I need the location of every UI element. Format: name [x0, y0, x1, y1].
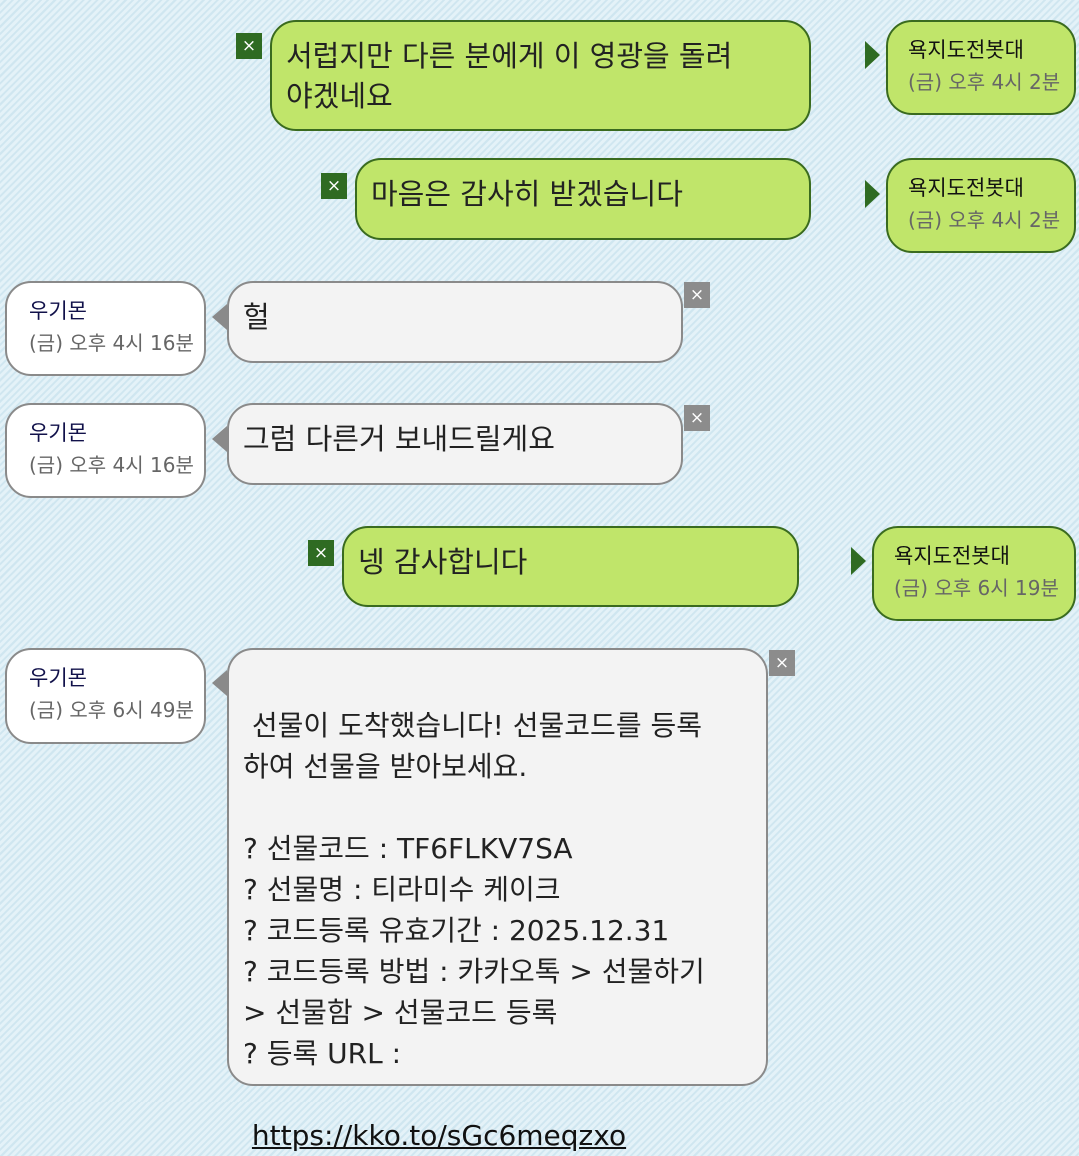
sender-name: 욕지도전봇대: [894, 544, 1010, 568]
arrow-icon: [851, 547, 866, 575]
delete-icon[interactable]: ×: [684, 405, 710, 431]
message-bubble-sent: 마음은 감사히 받겠습니다: [355, 158, 811, 240]
delete-icon[interactable]: ×: [308, 540, 334, 566]
arrow-icon: [865, 41, 880, 69]
sender-card[interactable]: 우기몬 (금) 오후 6시 49분: [5, 648, 206, 744]
message-bubble-received: 선물이 도착했습니다! 선물코드를 등록 하여 선물을 받아보세요. ? 선물코…: [227, 648, 768, 1152]
arrow-icon: [865, 180, 880, 208]
message-time: (금) 오후 6시 49분: [29, 698, 194, 722]
message-time: (금) 오후 4시 16분: [29, 453, 194, 477]
sender-card[interactable]: 욕지도전봇대 (금) 오후 6시 19분: [872, 526, 1076, 621]
gift-register-link[interactable]: https://kko.to/sGc6meqzxo: [251, 1119, 627, 1152]
sender-name: 우기몬: [29, 299, 87, 323]
message-time: (금) 오후 6시 19분: [894, 576, 1059, 600]
sender-card[interactable]: 우기몬 (금) 오후 4시 16분: [5, 281, 206, 376]
sender-name: 욕지도전봇대: [908, 176, 1024, 200]
message-bubble-sent: 서럽지만 다른 분에게 이 영광을 돌려 야겠네요: [270, 20, 811, 131]
delete-icon[interactable]: ×: [236, 33, 262, 59]
sender-card[interactable]: 욕지도전봇대 (금) 오후 4시 2분: [886, 158, 1076, 253]
message-bubble-received: 그럼 다른거 보내드릴게요: [227, 403, 683, 485]
arrow-icon: [212, 304, 227, 330]
sender-name: 우기몬: [29, 421, 87, 445]
arrow-icon: [212, 426, 227, 452]
gift-message-text: 선물이 도착했습니다! 선물코드를 등록 하여 선물을 받아보세요. ? 선물코…: [243, 709, 705, 1070]
delete-icon[interactable]: ×: [321, 173, 347, 199]
sender-card[interactable]: 욕지도전봇대 (금) 오후 4시 2분: [886, 20, 1076, 115]
delete-icon[interactable]: ×: [684, 282, 710, 308]
delete-icon[interactable]: ×: [769, 650, 795, 676]
sender-name: 욕지도전봇대: [908, 38, 1024, 62]
sender-card[interactable]: 우기몬 (금) 오후 4시 16분: [5, 403, 206, 498]
message-time: (금) 오후 4시 16분: [29, 331, 194, 355]
arrow-icon: [212, 670, 227, 696]
message-time: (금) 오후 4시 2분: [908, 208, 1061, 232]
message-bubble-received: 헐: [227, 281, 683, 363]
message-time: (금) 오후 4시 2분: [908, 70, 1061, 94]
sender-name: 우기몬: [29, 666, 87, 690]
message-bubble-sent: 넹 감사합니다: [342, 526, 799, 607]
